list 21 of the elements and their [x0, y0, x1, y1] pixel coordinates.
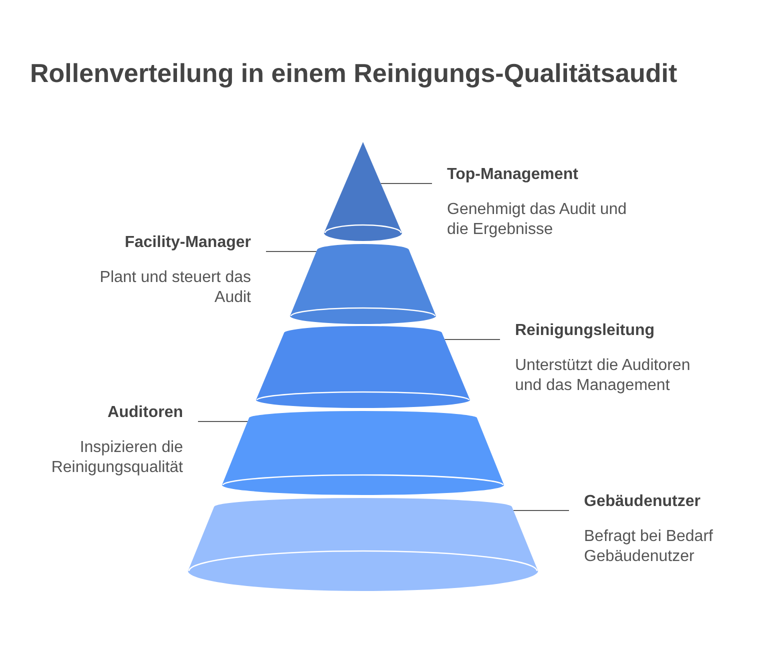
leader-line [512, 510, 570, 511]
role-title: Top-Management [447, 165, 578, 185]
pyramid-top-cone [324, 142, 402, 241]
role-description: Genehmigt das Audit und die Ergebnisse [447, 200, 628, 240]
pyramid-layer [188, 498, 538, 591]
role-title: Auditoren [107, 403, 183, 423]
role-description: Befragt bei Bedarf Gebäudenutzer [584, 527, 714, 567]
pyramid-layer [222, 411, 504, 495]
pyramid-layer [290, 244, 436, 324]
role-title: Gebäudenutzer [584, 492, 700, 512]
role-title: Reinigungsleitung [515, 321, 655, 341]
leader-line [444, 339, 500, 340]
role-description: Plant und steuert das Audit [98, 268, 251, 308]
pyramid-layer [256, 326, 470, 408]
leader-line [380, 183, 432, 184]
leader-line [198, 421, 248, 422]
role-description: Inspizieren die Reinigungsqualität [50, 438, 183, 478]
role-description: Unterstützt die Auditoren und das Management [515, 356, 692, 396]
diagram-title: Rollenverteilung in einem Reinigungs-Qualitätsaudit [30, 58, 678, 88]
leader-line [266, 251, 317, 252]
role-title: Facility-Manager [124, 233, 251, 253]
